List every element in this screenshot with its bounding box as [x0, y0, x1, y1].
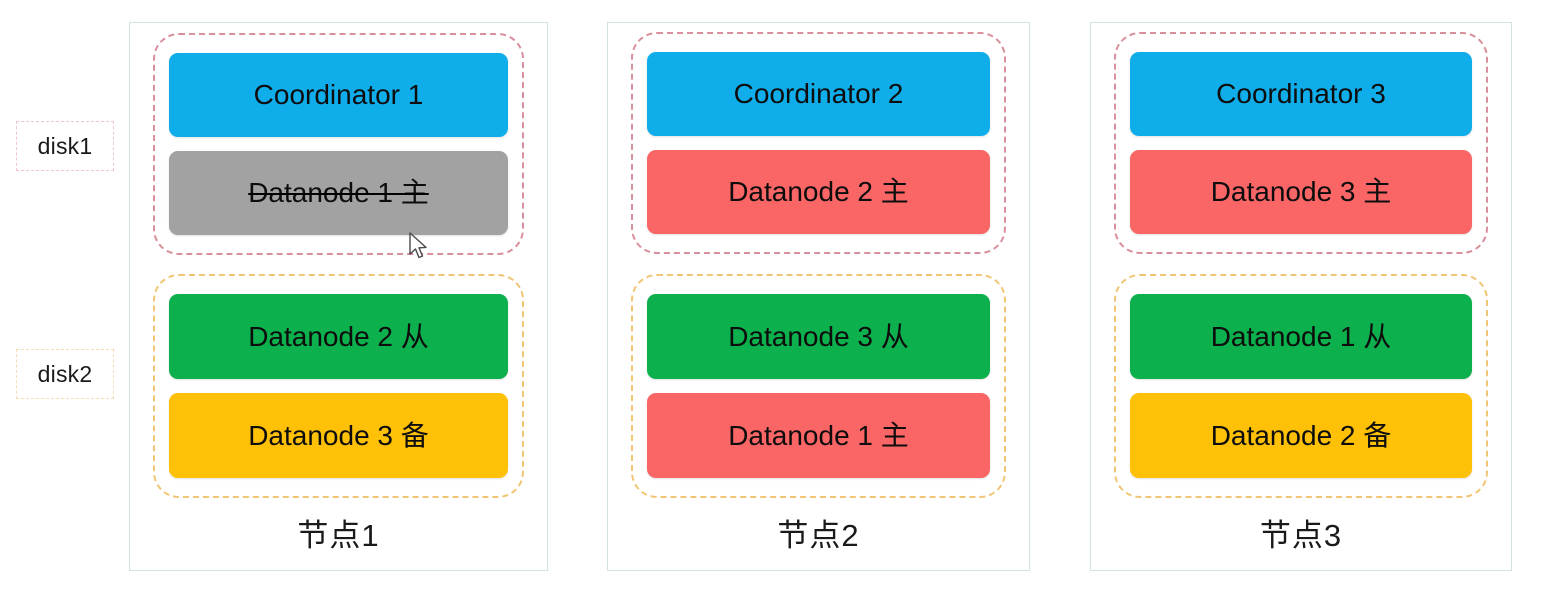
service-box-label: Datanode 3 备	[248, 419, 429, 451]
service-box-label: Datanode 2 从	[248, 320, 429, 352]
service-box-label: Coordinator 3	[1216, 78, 1386, 109]
node-caption-2-text: 节点2	[777, 518, 860, 553]
service-box-label: Datanode 1 主	[728, 419, 909, 451]
node-caption-1-text: 节点1	[297, 518, 380, 553]
service-box-datanode-3-primary[interactable]: Datanode 3 主	[1130, 150, 1472, 234]
service-box-datanode-2-standby[interactable]: Datanode 2 备	[1130, 393, 1472, 478]
node-container-2[interactable]: Coordinator 2 Datanode 2 主 Datanode 3 从 …	[607, 22, 1030, 571]
service-box-label: Datanode 3 主	[1210, 176, 1392, 207]
service-box-label: Coordinator 1	[253, 79, 424, 110]
node-caption-3-text: 节点3	[1259, 518, 1343, 553]
disk-group-3-disk1: Coordinator 3 Datanode 3 主	[1114, 32, 1488, 254]
service-box-coordinator-1[interactable]: Coordinator 1	[169, 53, 508, 137]
node-caption-3: 节点3	[1091, 510, 1511, 555]
disk-label-disk2-text: disk2	[37, 360, 93, 387]
service-box-label: Datanode 2 备	[1210, 419, 1392, 451]
node-container-3[interactable]: Coordinator 3 Datanode 3 主 Datanode 1 从 …	[1090, 22, 1512, 571]
node-container-1[interactable]: Coordinator 1 Datanode 1 主 Datanode 2 从 …	[129, 22, 548, 571]
service-box-datanode-1-primary[interactable]: Datanode 1 主	[647, 393, 990, 478]
service-box-label: Datanode 1 从	[1210, 320, 1392, 352]
disk-label-disk1-text: disk1	[37, 132, 93, 159]
service-box-datanode-2-primary[interactable]: Datanode 2 主	[647, 150, 990, 234]
service-box-datanode-1-slave[interactable]: Datanode 1 从	[1130, 294, 1472, 379]
disk-label-disk2: disk2	[16, 349, 114, 399]
node-caption-2: 节点2	[608, 510, 1029, 555]
disk-label-disk1: disk1	[16, 121, 114, 171]
node-caption-1: 节点1	[130, 510, 547, 555]
disk-group-2-disk1: Coordinator 2 Datanode 2 主	[631, 32, 1006, 254]
disk-group-2-disk2: Datanode 3 从 Datanode 1 主	[631, 274, 1006, 498]
disk-group-1-disk1: Coordinator 1 Datanode 1 主	[153, 33, 524, 255]
service-box-coordinator-3[interactable]: Coordinator 3	[1130, 52, 1472, 136]
disk-group-3-disk2: Datanode 1 从 Datanode 2 备	[1114, 274, 1488, 498]
service-box-label: Datanode 3 从	[728, 320, 909, 352]
service-box-coordinator-2[interactable]: Coordinator 2	[647, 52, 990, 136]
service-box-datanode-2-slave[interactable]: Datanode 2 从	[169, 294, 508, 379]
service-box-label: Coordinator 2	[733, 78, 904, 109]
service-box-datanode-3-standby[interactable]: Datanode 3 备	[169, 393, 508, 478]
service-box-datanode-1-primary-offline[interactable]: Datanode 1 主	[169, 151, 508, 235]
service-box-label: Datanode 2 主	[728, 176, 909, 207]
service-box-datanode-3-slave[interactable]: Datanode 3 从	[647, 294, 990, 379]
service-box-label: Datanode 1 主	[248, 177, 429, 208]
disk-group-1-disk2: Datanode 2 从 Datanode 3 备	[153, 274, 524, 498]
